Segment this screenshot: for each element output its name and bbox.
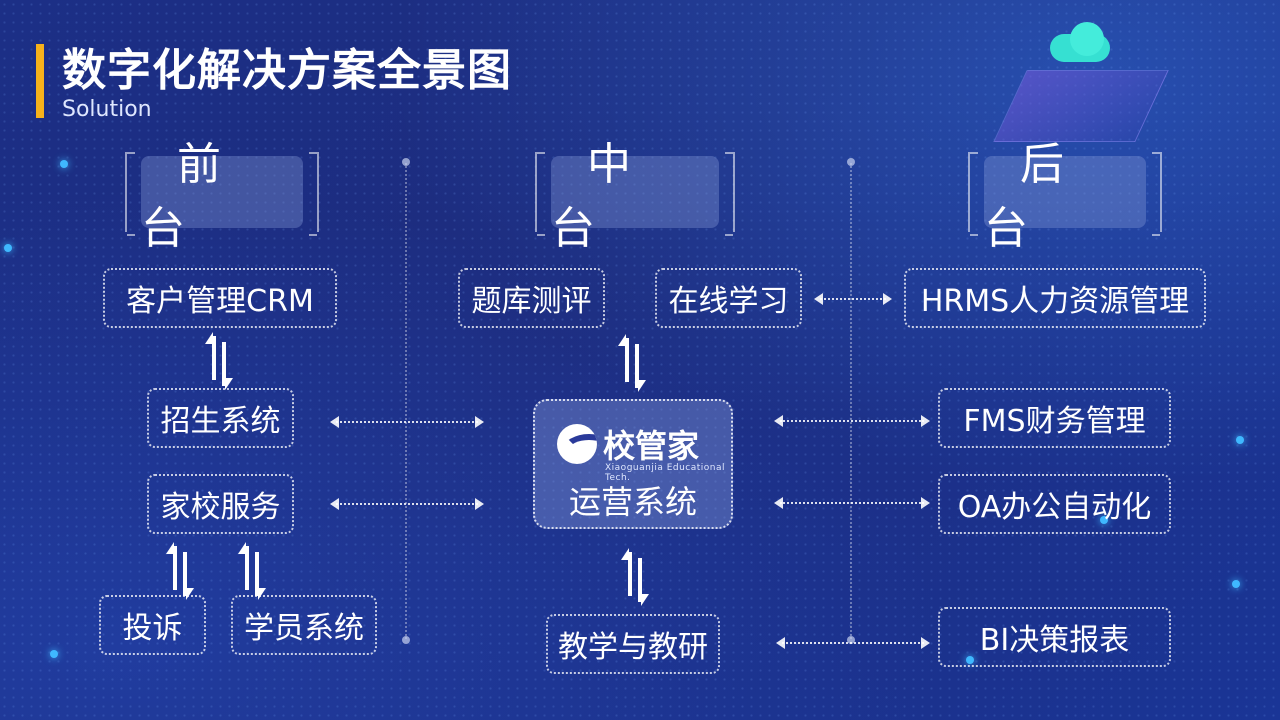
sync-arrow-icon	[237, 542, 267, 600]
box-oa: OA办公自动化	[938, 474, 1171, 534]
title-accent-bar	[36, 44, 44, 118]
box-complaint: 投诉	[99, 595, 206, 655]
connector-core-oa	[774, 497, 930, 509]
connector-online-hrms	[814, 293, 892, 305]
section-back-label: 后台	[984, 139, 1146, 254]
network-node	[966, 656, 974, 664]
logo-name: 校管家	[603, 427, 700, 465]
sync-arrow-icon	[204, 332, 234, 390]
divider-left-top-dot	[402, 158, 410, 166]
box-crm: 客户管理CRM	[103, 268, 337, 328]
logo-mark-icon	[557, 424, 597, 464]
box-bi: BI决策报表	[938, 607, 1171, 667]
box-home-school: 家校服务	[147, 474, 294, 534]
network-node	[1236, 436, 1244, 444]
sync-arrow-icon	[165, 542, 195, 600]
section-front-label: 前台	[141, 139, 303, 254]
box-enroll: 招生系统	[147, 388, 294, 448]
divider-left	[405, 163, 407, 639]
logo: 校管家	[557, 421, 699, 467]
network-node	[50, 650, 58, 658]
network-node	[1100, 516, 1108, 524]
page-subtitle: Solution	[62, 97, 152, 122]
divider-right	[850, 163, 852, 639]
sync-arrow-icon	[620, 548, 650, 606]
connector-core-fms	[774, 415, 930, 427]
network-node	[60, 160, 68, 168]
divider-left-bottom-dot	[402, 636, 410, 644]
network-node	[1232, 580, 1240, 588]
core-system-label: 运营系统	[568, 483, 697, 521]
divider-right-top-dot	[847, 158, 855, 166]
connector-homeschool-core	[330, 498, 484, 510]
divider-right-bottom-dot	[847, 636, 855, 644]
section-back: 后台	[968, 139, 1162, 254]
box-hrms: HRMS人力资源管理	[904, 268, 1206, 328]
cloud-icon	[1040, 22, 1120, 64]
box-student: 学员系统	[231, 595, 377, 655]
box-question-bank: 题库测评	[458, 268, 605, 328]
logo-tagline: Xiaoguanjia Educational Tech.	[605, 463, 726, 483]
section-middle-label: 中台	[551, 139, 719, 254]
connector-enroll-core	[330, 416, 484, 428]
box-online-learning: 在线学习	[655, 268, 802, 328]
page-title: 数字化解决方案全景图	[62, 45, 512, 96]
connector-teaching-bi	[776, 637, 930, 649]
core-operations-box: 校管家 Xiaoguanjia Educational Tech. 运营系统	[533, 399, 733, 529]
section-middle: 中台	[535, 139, 735, 254]
sync-arrow-icon	[617, 334, 647, 392]
section-front: 前台	[125, 139, 319, 254]
network-node	[4, 244, 12, 252]
box-teaching: 教学与教研	[546, 614, 720, 674]
box-fms: FMS财务管理	[938, 388, 1171, 448]
